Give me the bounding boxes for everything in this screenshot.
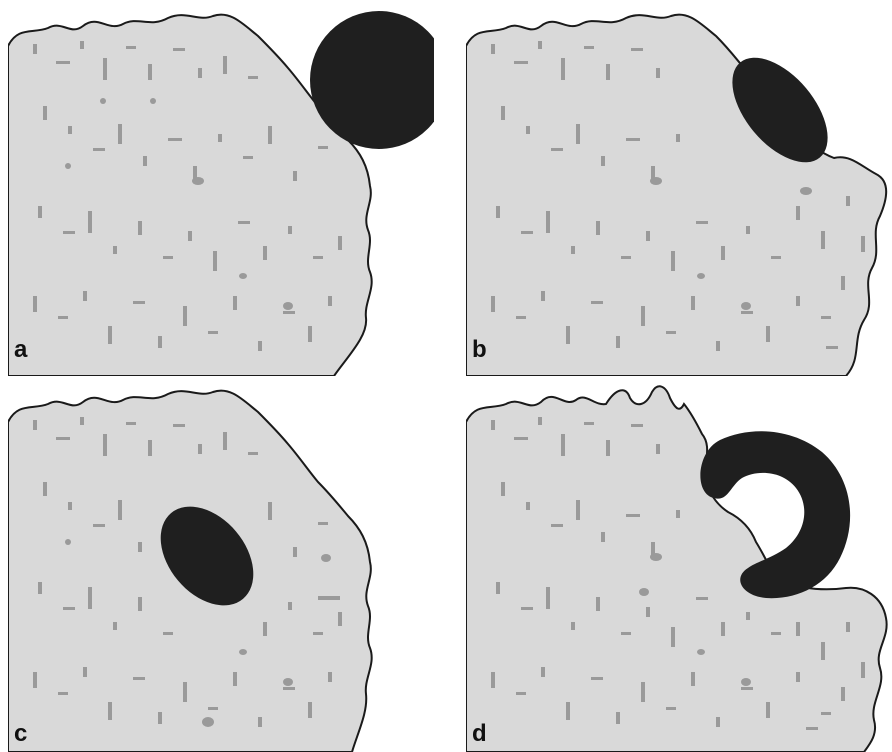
panel-label-b: b (472, 338, 487, 362)
panel-label-c: c (14, 722, 27, 746)
panel-d: d (466, 382, 892, 752)
panel-b: b (466, 6, 892, 376)
panel-d-drawing (466, 382, 892, 752)
panel-c: c (8, 382, 434, 752)
panel-a-drawing (8, 6, 434, 376)
panel-a: a (8, 6, 434, 376)
cell-body (466, 15, 886, 376)
panel-label-d: d (472, 722, 487, 746)
panel-b-drawing (466, 6, 892, 376)
panel-label-a: a (14, 338, 27, 362)
panel-c-drawing (8, 382, 434, 752)
